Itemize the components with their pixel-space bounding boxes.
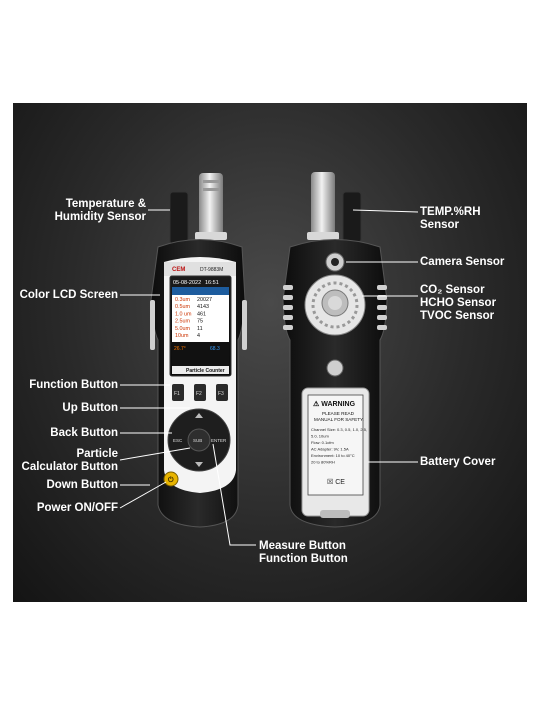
warning-label: [307, 394, 364, 496]
temp-rh-line-1: TEMP.%RH: [420, 206, 481, 218]
f3-label: F3: [218, 391, 224, 397]
f2-button[interactable]: [194, 384, 206, 401]
tvoc-sensor-line: TVOC Sensor: [420, 310, 495, 322]
particle-calc-line-2: Calculator Button: [21, 461, 118, 473]
hcho-sensor-line: HCHO Sensor: [420, 297, 497, 309]
temp-humidity-line-1: Temperature &: [65, 198, 146, 210]
temp-rh-probe: [311, 172, 335, 236]
left-rail: [150, 300, 155, 350]
measure-label: Measure Button Function Button: [259, 540, 348, 566]
particle-calc-line-1: Particle: [76, 448, 118, 460]
up-arrow-icon: [195, 413, 203, 418]
sub-label: SUB: [193, 438, 202, 443]
temp-humidity-label: Temperature & Humidity Sensor: [30, 198, 146, 224]
temp-rh-label: TEMP.%RH Sensor: [420, 206, 481, 232]
callout-lines: [119, 209, 419, 546]
screen-temp: 26.7°: [174, 346, 186, 352]
function-button-label: Function Button: [29, 379, 118, 391]
model-label: DT-9883M: [200, 267, 223, 273]
screen-row-value: 4143: [197, 304, 209, 310]
screen-row-value: 4: [197, 333, 200, 339]
screen-time: 16:51: [205, 280, 219, 286]
temp-rh-line-2: Sensor: [420, 219, 459, 231]
spec-line: Channel Size: 0.3, 0.5, 1.0, 2.5,: [311, 427, 367, 432]
screen-row-size: 2.5um: [175, 319, 190, 325]
power-label: Power ON/OFF: [36, 502, 118, 514]
screen-row-size: 0.5um: [175, 304, 190, 310]
background-panel: [13, 103, 527, 602]
co2-sensor-line: CO₂ Sensor: [420, 284, 485, 296]
warning-title: ⚠ WARNING: [313, 400, 356, 408]
down-arrow-icon: [195, 462, 203, 467]
f1-label: F1: [174, 391, 180, 397]
screen-row-size: 10um: [175, 333, 189, 339]
screen-row-size: 0.3um: [175, 297, 190, 303]
rear-probe: [169, 191, 189, 245]
back-device: [282, 172, 388, 528]
screen-row-value: 75: [197, 319, 203, 325]
f1-button[interactable]: [172, 384, 184, 401]
spec-line: Flow: 0.1cfm: [311, 440, 334, 445]
back-button-label: Back Button: [50, 427, 118, 439]
f2-label: F2: [196, 391, 202, 397]
up-button-label: Up Button: [62, 402, 118, 414]
measure-line-1: Measure Button: [259, 540, 346, 552]
screen-row-value: 461: [197, 311, 206, 317]
f3-button[interactable]: [216, 384, 228, 401]
camera-sensor-label: Camera Sensor: [420, 256, 505, 268]
screen-date: 05-08-2022: [173, 280, 201, 286]
gas-sensors-label: CO₂ Sensor HCHO Sensor TVOC Sensor: [420, 284, 496, 323]
screen-row-size: 1.0 um: [175, 311, 192, 317]
warning-line-2: MANUAL FOR SAFETY.: [314, 417, 364, 422]
color-lcd-label: Color LCD Screen: [19, 289, 118, 301]
screw: [326, 359, 344, 377]
sub-button[interactable]: [187, 428, 211, 452]
screen-row-size: 5.0um: [175, 326, 190, 332]
front-device: ⏻: [150, 173, 247, 528]
measure-line-2: Function Button: [259, 553, 348, 565]
esc-label: ESC: [173, 438, 183, 443]
spec-line: Environment: 10 to 40°C: [311, 453, 355, 458]
power-icon: ⏻: [168, 476, 174, 484]
particle-calc-label: Particle Calculator Button: [15, 448, 118, 474]
screen-row-value: 11: [197, 326, 203, 332]
battery-cover-label: Battery Cover: [420, 456, 496, 468]
screen-footer: Particle Counter: [186, 368, 225, 374]
spec-line: AC Adapter: 9V, 1.5A: [311, 447, 349, 452]
screen-humidity: 68.3: [210, 346, 220, 352]
screen-row-value: 20027: [197, 297, 212, 303]
right-rail: [242, 300, 247, 350]
spec-line: 5.0, 10um: [311, 434, 329, 439]
temp-humidity-line-2: Humidity Sensor: [54, 211, 146, 223]
brand-logo: CEM: [172, 267, 185, 273]
power-button[interactable]: [163, 471, 179, 487]
cert-marks: ☒ CE: [327, 478, 345, 486]
down-button-label: Down Button: [46, 479, 118, 491]
warning-line-1: PLEASE READ: [322, 411, 355, 416]
enter-label: ENTER: [211, 438, 227, 443]
spec-line: 20 to 80%RH: [311, 460, 335, 465]
